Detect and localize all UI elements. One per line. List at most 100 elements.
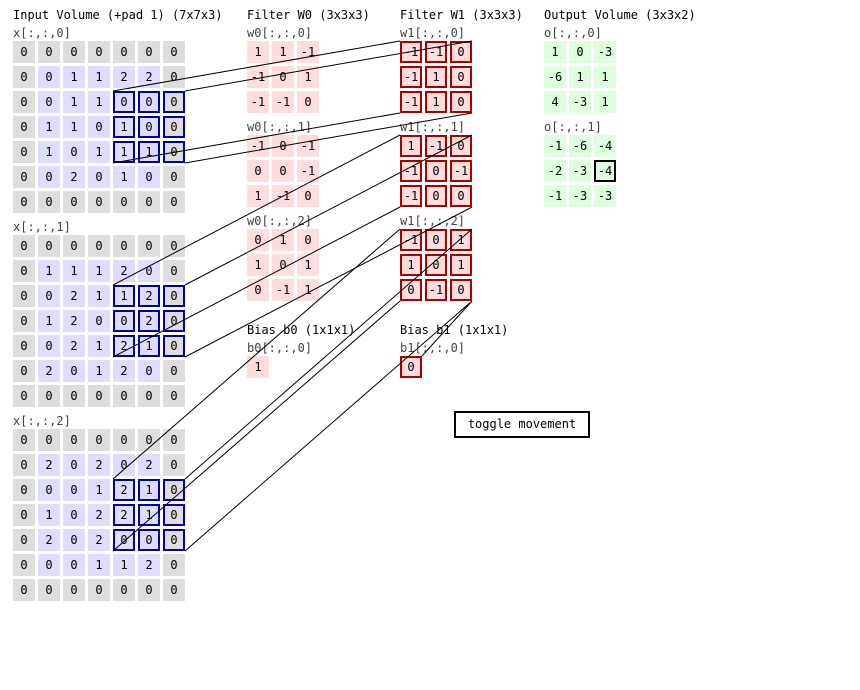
input-cell: 0 — [38, 191, 60, 213]
input-cell: 0 — [163, 91, 185, 113]
input-cell: 0 — [38, 285, 60, 307]
output-cell: -3 — [594, 41, 616, 63]
filter-cell: -1 — [297, 135, 319, 157]
input-cell: 0 — [138, 260, 160, 282]
filter-cell: 1 — [297, 254, 319, 276]
filter-cell: 0 — [450, 66, 472, 88]
input-cell: 0 — [63, 385, 85, 407]
filter-cell: 0 — [425, 254, 447, 276]
filter-cell: 0 — [272, 254, 294, 276]
input-cell: 0 — [63, 141, 85, 163]
input-cell: 0 — [113, 385, 135, 407]
filter-cell: 0 — [450, 185, 472, 207]
filter-cell: -1 — [400, 229, 422, 251]
input-slice-label: x[:,:,2] — [13, 414, 71, 428]
output-cell: 1 — [594, 66, 616, 88]
input-cell: 0 — [163, 141, 185, 163]
output-cell: -2 — [544, 160, 566, 182]
filter-cell: 0 — [247, 160, 269, 182]
filter-slice-label: w1[:,:,1] — [400, 120, 466, 134]
input-cell: 1 — [38, 116, 60, 138]
filter-cell: 1 — [247, 41, 269, 63]
output-cell: -3 — [569, 160, 591, 182]
input-cell: 1 — [63, 260, 85, 282]
output-cell: 1 — [569, 66, 591, 88]
input-cell: 0 — [163, 554, 185, 576]
filter-cell: 1 — [400, 254, 422, 276]
input-cell: 0 — [163, 191, 185, 213]
input-cell: 1 — [88, 285, 110, 307]
input-cell: 2 — [63, 335, 85, 357]
filter-cell: 1 — [425, 91, 447, 113]
input-cell: 0 — [113, 429, 135, 451]
output-volume-title: Output Volume (3x3x2) — [544, 8, 696, 22]
output-cell: 1 — [594, 91, 616, 113]
input-cell: 0 — [38, 429, 60, 451]
input-cell: 0 — [88, 166, 110, 188]
input-cell: 0 — [88, 116, 110, 138]
input-cell: 0 — [163, 360, 185, 382]
output-slice-label: o[:,:,1] — [544, 120, 602, 134]
bias-b1-cell: 0 — [400, 356, 422, 378]
input-cell: 1 — [38, 504, 60, 526]
filter-cell: -1 — [425, 279, 447, 301]
input-volume-title: Input Volume (+pad 1) (7x7x3) — [13, 8, 223, 22]
input-cell: 0 — [113, 91, 135, 113]
input-cell: 1 — [63, 116, 85, 138]
input-cell: 0 — [163, 335, 185, 357]
input-cell: 2 — [138, 454, 160, 476]
input-cell: 0 — [88, 235, 110, 257]
input-cell: 0 — [13, 429, 35, 451]
input-cell: 1 — [38, 310, 60, 332]
input-cell: 0 — [63, 479, 85, 501]
input-cell: 0 — [13, 504, 35, 526]
output-cell: 0 — [569, 41, 591, 63]
input-cell: 0 — [163, 235, 185, 257]
filter-cell: 1 — [400, 135, 422, 157]
filter-cell: 0 — [297, 91, 319, 113]
input-cell: 0 — [88, 41, 110, 63]
filter-cell: 0 — [272, 135, 294, 157]
filter-cell: 0 — [450, 91, 472, 113]
input-cell: 1 — [63, 91, 85, 113]
input-slice-label: x[:,:,1] — [13, 220, 71, 234]
input-cell: 0 — [163, 504, 185, 526]
filter-cell: 0 — [272, 66, 294, 88]
input-cell: 0 — [138, 91, 160, 113]
input-cell: 0 — [13, 579, 35, 601]
input-cell: 2 — [38, 529, 60, 551]
filter-cell: -1 — [400, 41, 422, 63]
input-cell: 0 — [13, 529, 35, 551]
input-cell: 0 — [63, 504, 85, 526]
filter-cell: -1 — [400, 66, 422, 88]
input-cell: 0 — [163, 41, 185, 63]
input-cell: 0 — [38, 41, 60, 63]
bias-b1-title: Bias b1 (1x1x1) — [400, 323, 509, 337]
toggle-movement-button[interactable]: toggle movement — [454, 411, 590, 438]
input-cell: 0 — [13, 310, 35, 332]
input-cell: 0 — [13, 554, 35, 576]
input-cell: 2 — [113, 504, 135, 526]
input-cell: 1 — [88, 335, 110, 357]
input-cell: 0 — [138, 191, 160, 213]
filter-cell: -1 — [400, 160, 422, 182]
input-cell: 1 — [88, 260, 110, 282]
filter-cell: -1 — [247, 135, 269, 157]
input-cell: 0 — [38, 91, 60, 113]
filter-cell: 1 — [272, 229, 294, 251]
input-cell: 0 — [13, 260, 35, 282]
input-cell: 0 — [163, 310, 185, 332]
input-cell: 0 — [88, 429, 110, 451]
input-cell: 2 — [113, 260, 135, 282]
input-cell: 1 — [88, 479, 110, 501]
input-cell: 1 — [88, 141, 110, 163]
input-cell: 0 — [138, 41, 160, 63]
input-cell: 0 — [13, 479, 35, 501]
input-cell: 0 — [63, 454, 85, 476]
bias-b0-title: Bias b0 (1x1x1) — [247, 323, 356, 337]
input-cell: 0 — [63, 529, 85, 551]
filter-slice-label: w0[:,:,0] — [247, 26, 313, 40]
input-cell: 2 — [138, 285, 160, 307]
filter-cell: 0 — [297, 229, 319, 251]
filter-cell: -1 — [425, 135, 447, 157]
